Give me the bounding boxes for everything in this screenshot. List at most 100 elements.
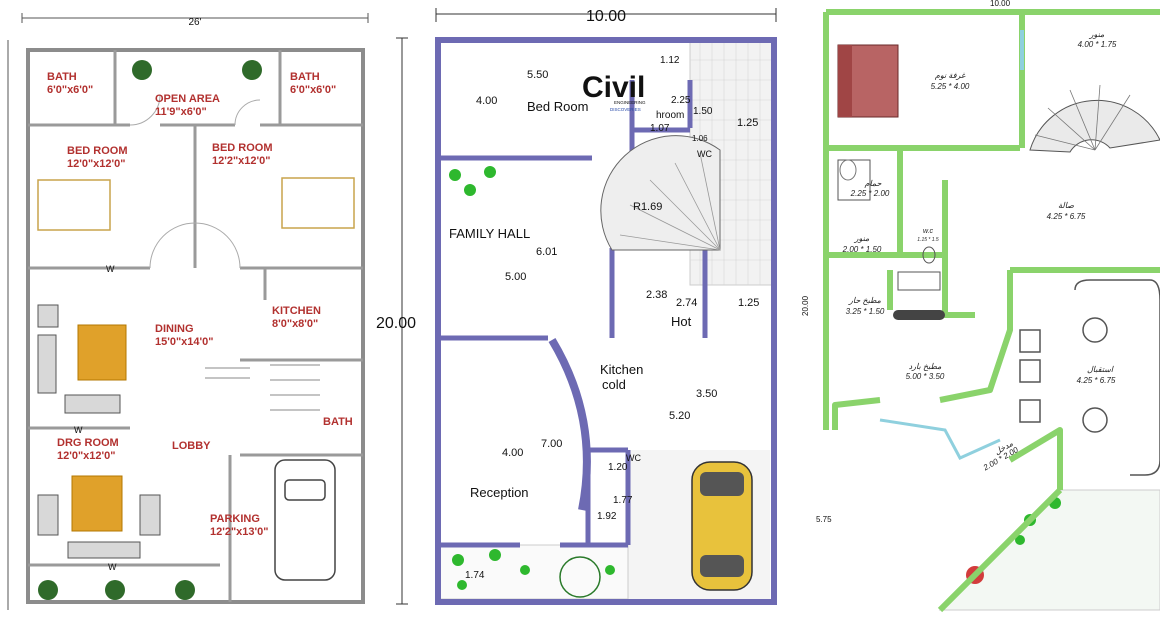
room-label-bed-2: BED ROOM bbox=[212, 142, 273, 154]
dim-label: 3.50 bbox=[696, 388, 717, 400]
dim-label: 4.00 bbox=[476, 95, 497, 107]
dim-label: 2.38 bbox=[646, 289, 667, 301]
room-size: 5.25 * 4.00 bbox=[931, 82, 970, 91]
room-label-wc-2: WC bbox=[626, 453, 641, 463]
room-label: مطبخ حار bbox=[848, 296, 882, 305]
car-icon bbox=[274, 459, 336, 581]
room-label-family-hall: FAMILY HALL bbox=[449, 226, 530, 241]
room-size-bed-2: 12'2"x12'0" bbox=[212, 155, 271, 167]
civil-engineering-logo: Civil ENGINEERING DISCOVERIES bbox=[582, 71, 646, 112]
dim-label: 1.25 bbox=[738, 297, 759, 309]
sofa-icon bbox=[67, 541, 141, 559]
room-size: 5.00 * 3.50 bbox=[906, 372, 945, 381]
sofa-icon bbox=[37, 334, 57, 394]
room-label: استقبال bbox=[1087, 365, 1114, 374]
rug-icon bbox=[77, 324, 127, 381]
kitchen-counter-icon bbox=[893, 310, 945, 320]
plan-2-width-label: 10.00 bbox=[586, 8, 626, 25]
dim-label: 5.00 bbox=[505, 271, 526, 283]
plan-3-width-label: 10.00 bbox=[990, 0, 1011, 8]
spiral-stairs-icon bbox=[600, 135, 721, 251]
room-label: مطبخ بارد bbox=[909, 362, 942, 371]
dim-label: 4.00 bbox=[502, 447, 523, 459]
stove-icon bbox=[897, 271, 941, 291]
dim-label: 1.25 bbox=[737, 117, 758, 129]
window-mark: W bbox=[108, 562, 117, 572]
plan-1-background bbox=[0, 0, 378, 620]
plant-icon bbox=[38, 60, 262, 600]
logo-sub-text: DISCOVERIES bbox=[610, 107, 641, 112]
room-size-bath-2: 6'0"x6'0" bbox=[290, 84, 336, 96]
room-size: 2.25 * 2.00 bbox=[850, 189, 890, 198]
room-label-kitchen: KITCHEN bbox=[272, 305, 321, 317]
room-label-bath-3: BATH bbox=[323, 416, 353, 428]
window-mark: W bbox=[106, 264, 115, 274]
room-size-drg: 12'0"x12'0" bbox=[57, 450, 116, 462]
room-label-reception: Reception bbox=[470, 485, 529, 500]
tree-icon bbox=[559, 556, 601, 598]
plan-2-outer-wall bbox=[435, 37, 777, 605]
room-label-bathroom: hroom bbox=[656, 110, 684, 121]
room-label: حمام bbox=[865, 179, 882, 188]
dim-label: 1.74 bbox=[465, 570, 485, 581]
window-mark: W bbox=[74, 425, 83, 435]
room-size: 3.25 * 1.50 bbox=[846, 307, 885, 316]
dim-label: 1.12 bbox=[660, 55, 680, 66]
plan-3-side-label: 5.75 bbox=[816, 515, 832, 524]
room-label-bath-1: BATH bbox=[47, 71, 77, 83]
dim-label: 2.74 bbox=[676, 297, 697, 309]
room-label-kitchen-cold: cold bbox=[602, 377, 626, 392]
room-label-hot: Hot bbox=[671, 314, 692, 329]
curved-wall bbox=[548, 337, 591, 511]
dim-label: R1.69 bbox=[633, 201, 662, 213]
room-size-bath-1: 6'0"x6'0" bbox=[47, 84, 93, 96]
stairs-icon bbox=[205, 364, 320, 411]
dim-label: 5.20 bbox=[669, 410, 690, 422]
dim-label: 1.07 bbox=[650, 123, 670, 134]
room-label-kitchen: Kitchen bbox=[600, 362, 643, 377]
room-size: 4.25 * 6.75 bbox=[1047, 212, 1086, 221]
spiral-stairs-icon bbox=[1029, 84, 1160, 153]
room-label-bed-1: BED ROOM bbox=[67, 145, 128, 157]
dim-label: 1.77 bbox=[613, 495, 633, 506]
room-label-parking: PARKING bbox=[210, 513, 260, 525]
room-label-lobby: LOBBY bbox=[172, 440, 211, 452]
plant-icon bbox=[449, 166, 615, 590]
logo-main-text: Civil bbox=[582, 71, 645, 104]
plan-3-height-label: 20.00 bbox=[801, 295, 810, 316]
room-size: 1.15 * 1.5 bbox=[917, 237, 939, 243]
sofa-icon bbox=[1019, 279, 1160, 476]
room-size-parking: 12'2"x13'0" bbox=[210, 526, 269, 538]
plan-3: 10.00 20.00 5.75 bbox=[800, 0, 1160, 620]
sofa-icon bbox=[64, 394, 121, 414]
dim-label: 1.20 bbox=[608, 462, 628, 473]
bathtub-icon bbox=[837, 159, 871, 201]
room-label-open-area: OPEN AREA bbox=[155, 93, 220, 105]
room-label: منور bbox=[854, 234, 870, 243]
room-label: صالة bbox=[1058, 201, 1074, 210]
garden bbox=[439, 544, 629, 600]
plan-1-width-label: 26' bbox=[188, 17, 201, 28]
plan-1: 26' bbox=[0, 0, 378, 620]
room-size: 4.00 * 1.75 bbox=[1078, 40, 1117, 49]
sofa-icon bbox=[37, 494, 59, 536]
plan-2-height-label: 20.00 bbox=[376, 315, 416, 332]
dim-label: 5.50 bbox=[527, 69, 548, 81]
bed-icon bbox=[837, 44, 899, 118]
room-label-bed-room: Bed Room bbox=[527, 99, 588, 114]
sofa-icon bbox=[37, 304, 59, 328]
room-size: 2.00 * 1.50 bbox=[842, 245, 882, 254]
toilet-icon bbox=[922, 246, 936, 264]
dim-label: 1.06 bbox=[692, 134, 708, 143]
room-size-bed-1: 12'0"x12'0" bbox=[67, 158, 126, 170]
logo-sub-text: ENGINEERING bbox=[614, 100, 646, 105]
room-label-wc: WC bbox=[697, 149, 712, 159]
plan-1-outer-wall bbox=[26, 48, 365, 604]
sofa-icon bbox=[139, 494, 161, 536]
room-size-open-area: 11'9"x6'0" bbox=[155, 106, 207, 118]
car-icon bbox=[691, 461, 753, 591]
bed-icon bbox=[281, 177, 355, 229]
room-label-bath-2: BATH bbox=[290, 71, 320, 83]
room-label-dining: DINING bbox=[155, 323, 194, 335]
